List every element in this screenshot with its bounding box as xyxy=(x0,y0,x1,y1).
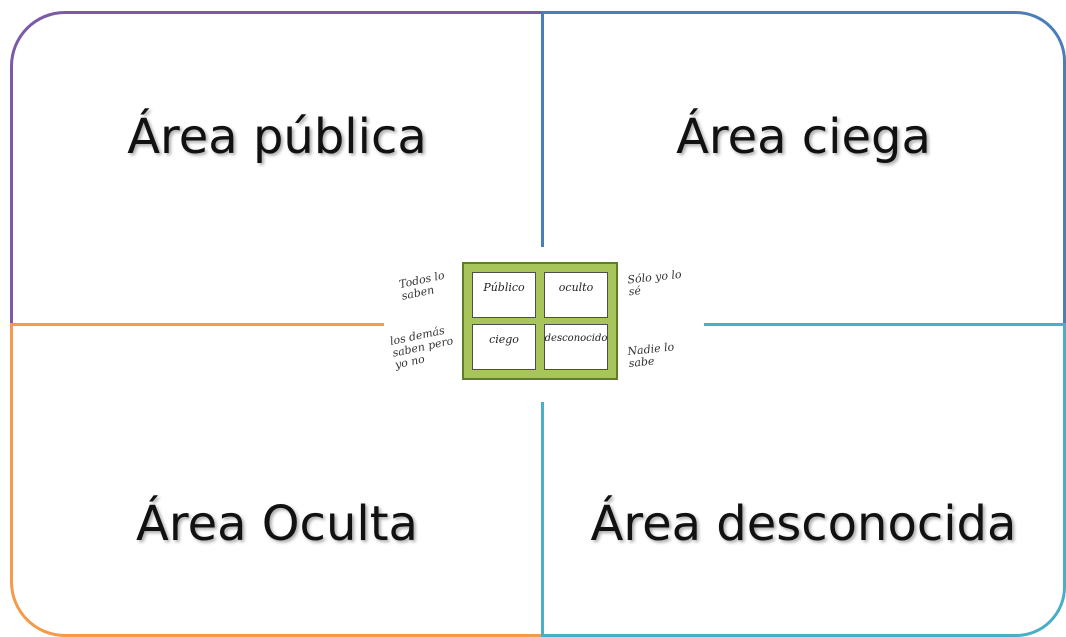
cell-public: Público xyxy=(472,272,536,318)
note-others-know: los demás saben pero yo no xyxy=(388,323,455,372)
cell-hidden: oculto xyxy=(544,272,608,318)
cell-blind: ciego xyxy=(472,324,536,370)
quadrant-public-area: Área pública xyxy=(10,11,541,325)
unknown-area-label: Área desconocida xyxy=(590,496,1017,552)
note-nobody-knows: Nadie lo sabe xyxy=(626,340,675,371)
quadrant-unknown-area: Área desconocida xyxy=(541,323,1066,637)
quadrant-hidden-area: Área Oculta xyxy=(10,323,541,637)
note-only-i-know: Sólo yo lo sé xyxy=(626,267,683,299)
johari-grid: Público oculto ciego desconocido xyxy=(462,262,618,380)
public-area-label: Área pública xyxy=(127,109,427,165)
note-everyone-knows: Todos lo saben xyxy=(397,268,446,303)
blind-area-label: Área ciega xyxy=(676,109,931,165)
quadrant-blind-area: Área ciega xyxy=(541,11,1066,325)
johari-window-sketch: Todos lo saben los demás saben pero yo n… xyxy=(384,247,704,402)
cell-unknown: desconocido xyxy=(544,324,608,370)
hidden-area-label: Área Oculta xyxy=(136,496,418,552)
